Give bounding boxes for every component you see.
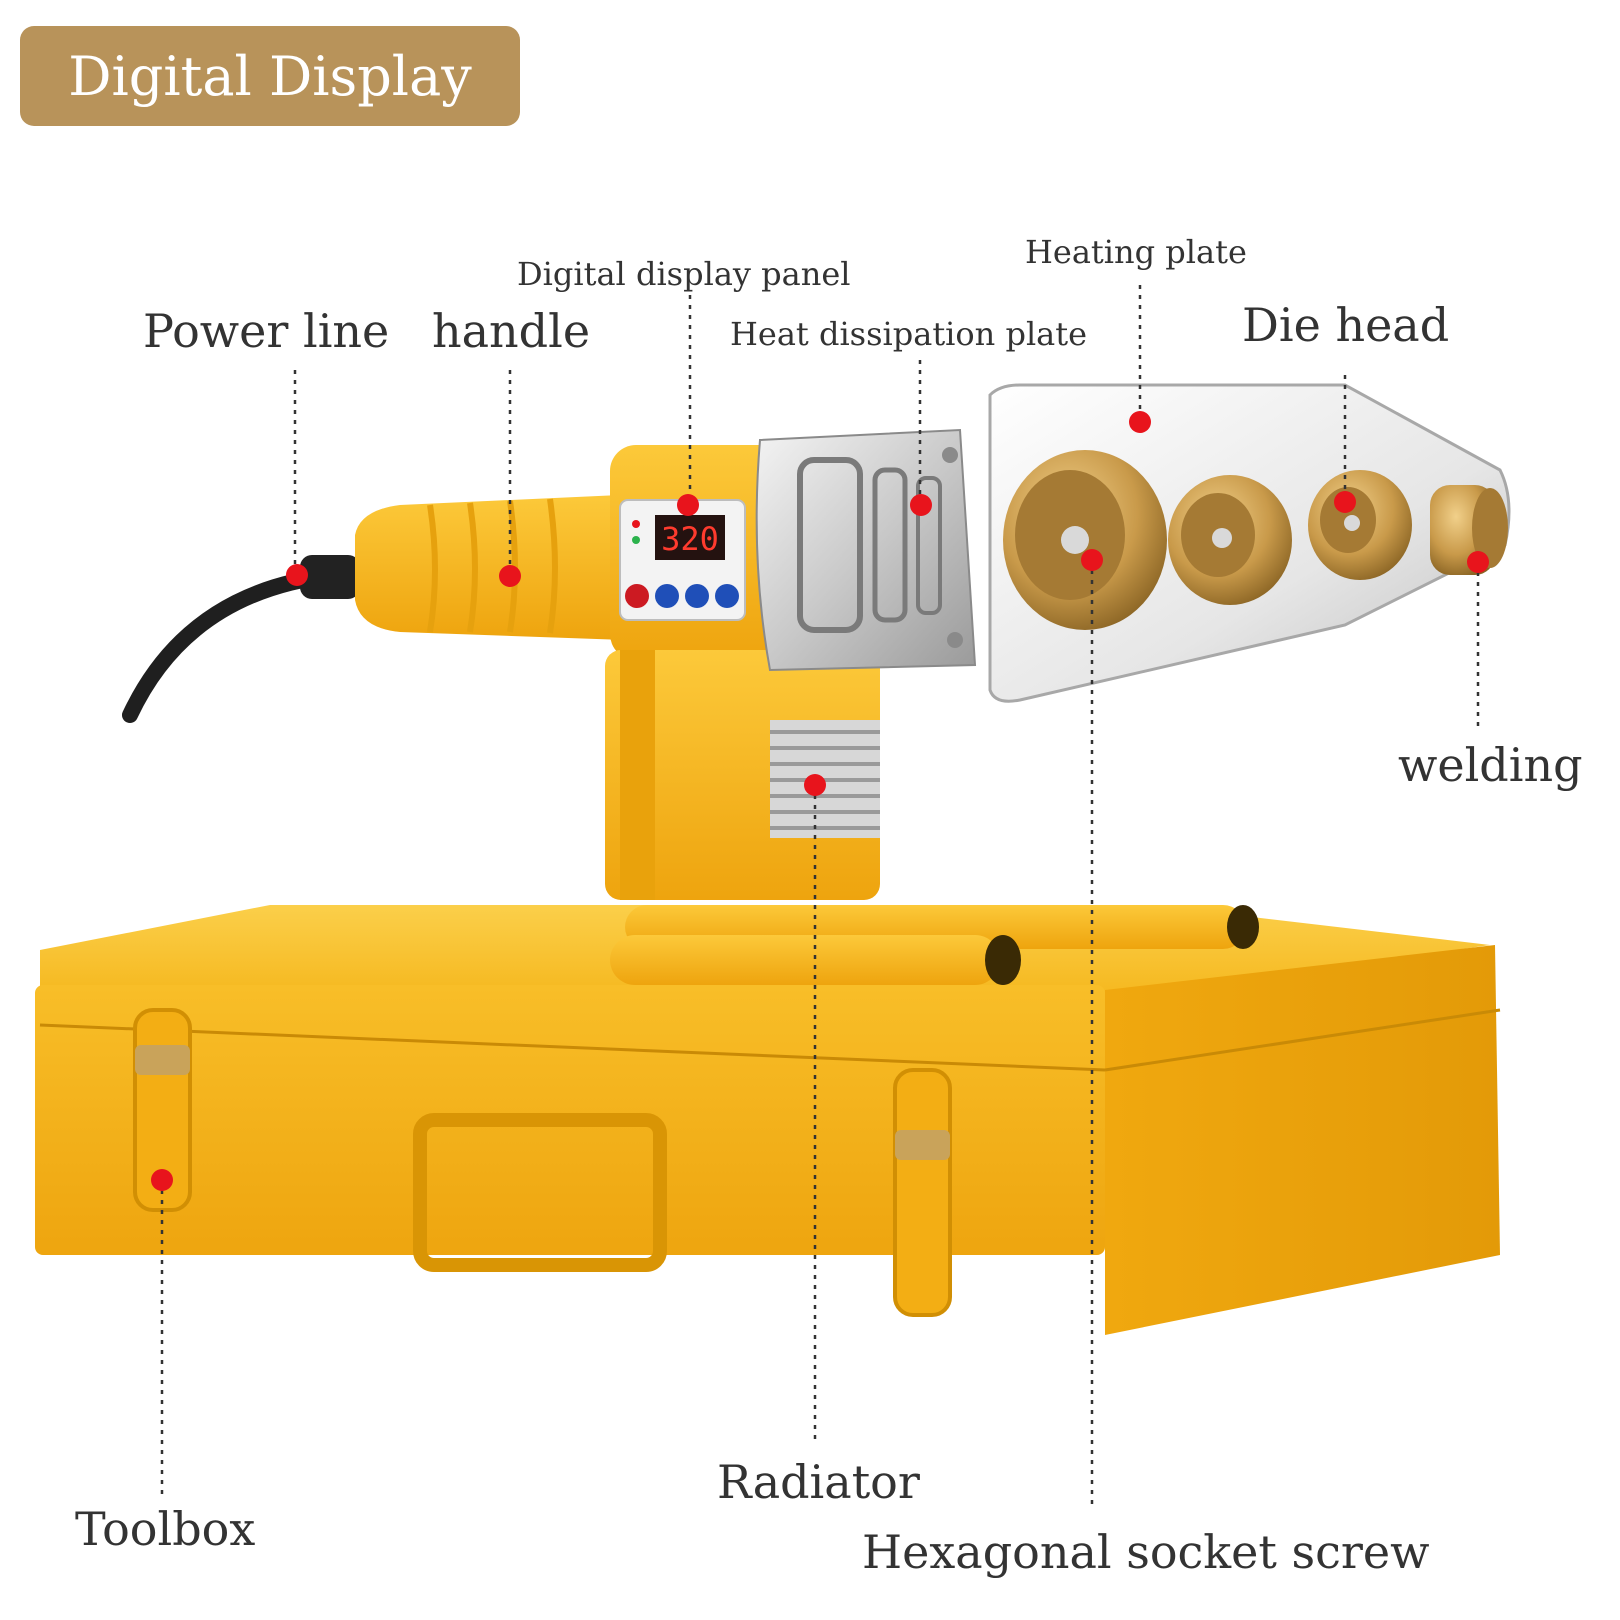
toolbox-case: [35, 905, 1501, 1335]
label-welding: welding: [1398, 738, 1583, 792]
die-head-small: [1308, 470, 1412, 580]
label-heating-plate: Heating plate: [1025, 233, 1247, 271]
marker-toolbox: [151, 1169, 173, 1191]
label-digital-display-panel: Digital display panel: [517, 255, 851, 293]
case-side: [1105, 945, 1500, 1335]
latch-right: [893, 1068, 952, 1317]
cord-strain-relief: [300, 555, 360, 599]
marker-radiator: [804, 774, 826, 796]
label-radiator: Radiator: [717, 1455, 920, 1509]
display-readout: 320: [661, 520, 719, 558]
markers: [151, 411, 1489, 1191]
display-screen: [655, 515, 725, 560]
case-side-seam: [1104, 1008, 1501, 1072]
label-die-head: Die head: [1242, 298, 1450, 352]
case-handle: [413, 1113, 667, 1272]
label-heat-dissipation-plate: Heat dissipation plate: [730, 315, 1088, 353]
marker-power-line: [286, 564, 308, 586]
die-head-large: [1003, 450, 1167, 630]
marker-die-head: [1334, 491, 1356, 513]
label-hexagonal-socket-screw: Hexagonal socket screw: [862, 1525, 1430, 1579]
handle-grip-ridges: [427, 498, 558, 634]
case-seam: [39, 1023, 1106, 1072]
panel-button-blue-1[interactable]: [655, 584, 679, 608]
tool-handle: [355, 495, 625, 640]
stand: [610, 905, 1259, 985]
panel-button-blue-2[interactable]: [685, 584, 709, 608]
header-badge: Digital Display: [20, 26, 520, 126]
marker-display-panel: [677, 494, 699, 516]
indicator-led-red: [632, 520, 640, 528]
die-head-medium: [1168, 475, 1292, 605]
label-toolbox: Toolbox: [75, 1502, 256, 1556]
heat-dissipation-plate: [755, 428, 977, 672]
indicator-led-green: [632, 536, 640, 544]
leader-lines: [160, 285, 1480, 1510]
marker-heat-dissipation: [910, 494, 932, 516]
panel-button-red[interactable]: [625, 584, 649, 608]
panel-button-blue-3[interactable]: [715, 584, 739, 608]
marker-heating-plate: [1129, 411, 1151, 433]
marker-handle: [499, 565, 521, 587]
label-handle: handle: [432, 304, 591, 358]
label-power-line: Power line: [143, 304, 390, 358]
radiator-fins: [770, 720, 880, 838]
marker-hex-screw: [1081, 549, 1103, 571]
marker-welding: [1467, 551, 1489, 573]
